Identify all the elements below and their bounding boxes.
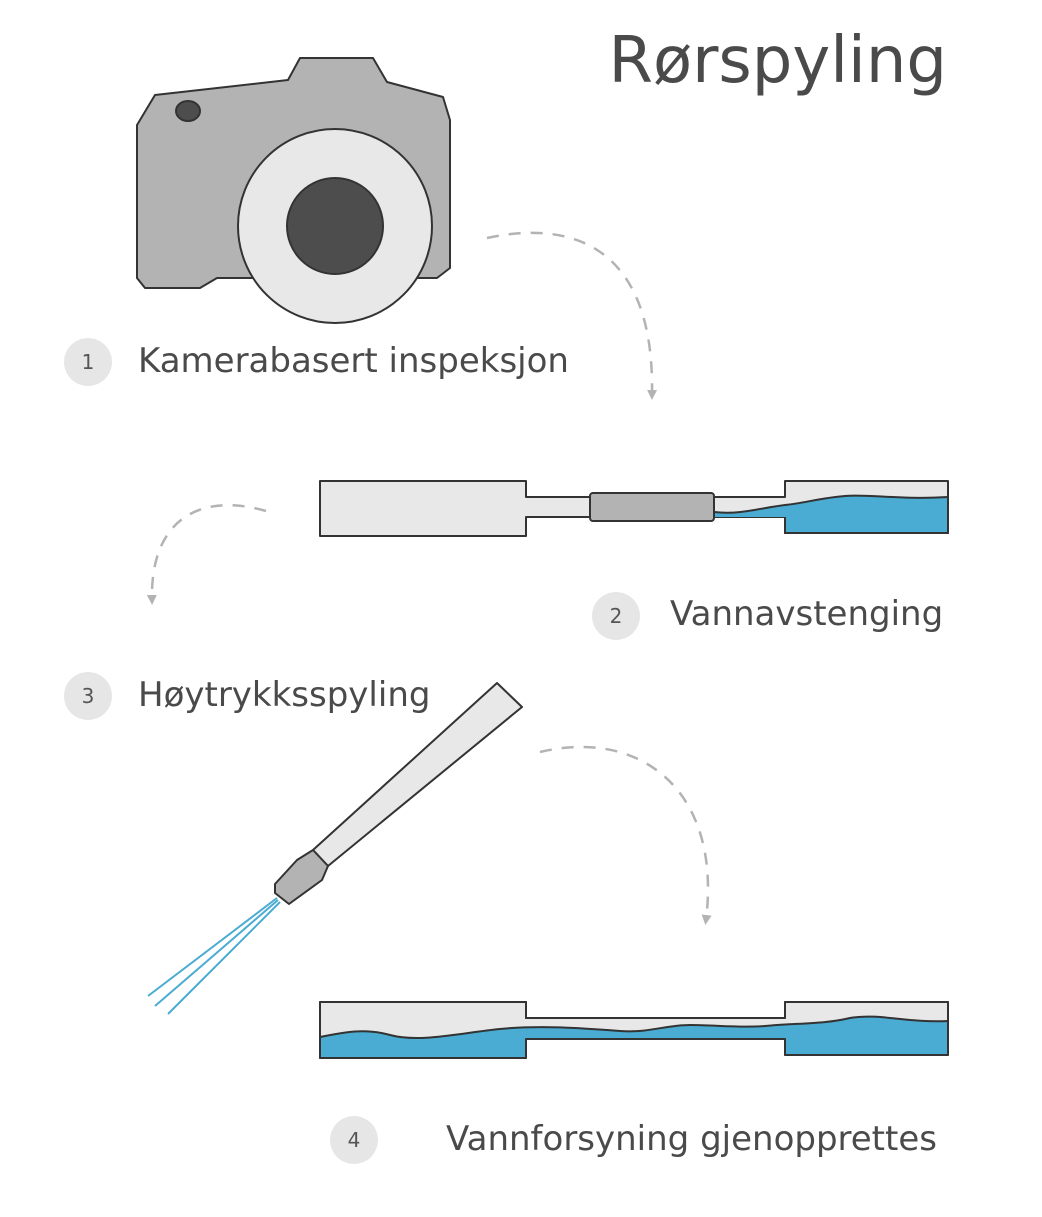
step-4-label: Vannforsyning gjenopprettes bbox=[446, 1119, 937, 1159]
step-2-badge: 2 bbox=[592, 592, 640, 640]
page-title: Rørspyling bbox=[608, 24, 947, 98]
camera-icon bbox=[136, 57, 451, 324]
flushing-nozzle-icon bbox=[147, 682, 523, 1015]
dashed-arrow-icon bbox=[486, 231, 658, 400]
step-1-label: Kamerabasert inspeksjon bbox=[138, 341, 569, 381]
step-2-label: Vannavstenging bbox=[670, 594, 944, 634]
dashed-arrow-icon bbox=[539, 745, 712, 925]
pipe-plugged-icon bbox=[319, 480, 949, 537]
step-3-badge: 3 bbox=[64, 672, 112, 720]
step-4-badge: 4 bbox=[330, 1116, 378, 1164]
step-1-badge: 1 bbox=[64, 338, 112, 386]
pipe-restored-icon bbox=[319, 1001, 949, 1059]
dashed-arrow-icon bbox=[146, 503, 267, 605]
step-3-label: Høytrykksspyling bbox=[138, 675, 431, 715]
